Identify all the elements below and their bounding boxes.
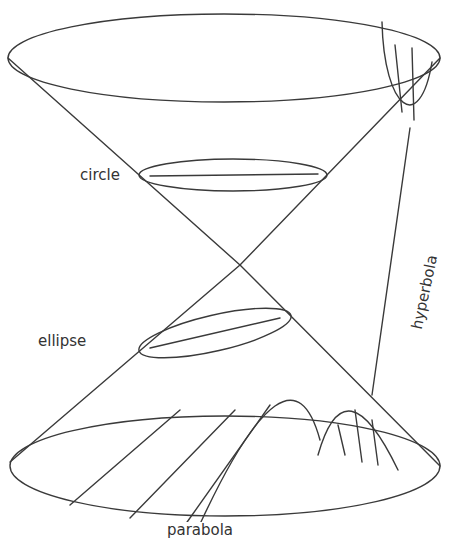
upper-rim [8,14,440,102]
cone-side [10,58,440,462]
hyperbola-plane [372,128,410,395]
section-label: hyperbola [409,251,442,332]
ellipse-plane [150,318,280,348]
hatch [338,410,378,465]
cone-side [8,58,440,466]
ellipse-section [135,298,295,368]
hatch [70,405,270,525]
hyperbola-branch [318,411,398,470]
hyperbola-branch [382,22,432,105]
section-label: circle [78,167,122,184]
section-label: parabola [165,522,235,539]
hatch [395,45,414,120]
section-label: ellipse [36,333,88,350]
circle-section [139,159,327,191]
circle-plane [150,174,318,176]
